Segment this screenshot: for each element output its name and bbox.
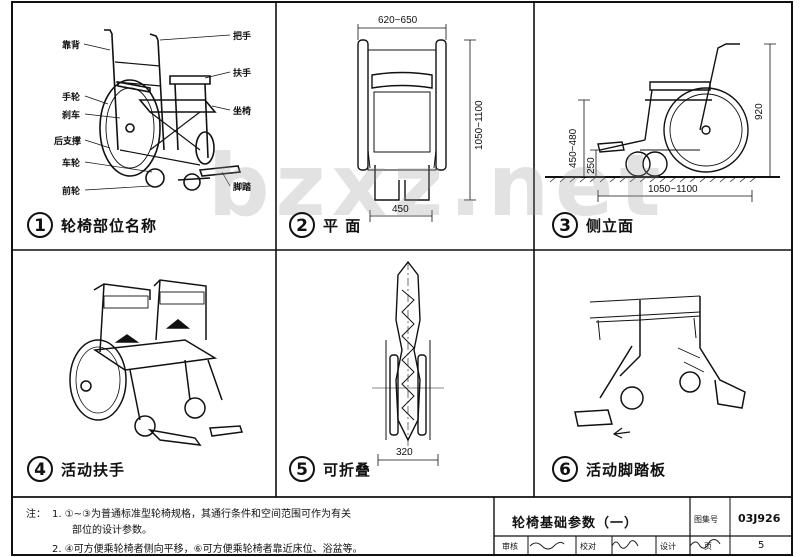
dim-side-height: 920	[754, 103, 765, 120]
panel-4-label: 4 活动扶手	[27, 456, 125, 482]
page-number: 5	[758, 540, 765, 551]
panel-4-number: 4	[27, 456, 53, 482]
panel-5-number: 5	[289, 456, 315, 482]
label-rear-support: 后支撑	[54, 137, 82, 147]
signatures	[529, 539, 721, 550]
panel-3-label: 3 侧立面	[552, 212, 634, 238]
label-wheel: 车轮	[62, 159, 81, 169]
label-front-wheel: 前轮	[62, 187, 81, 197]
dim-plan-width: 620~650	[378, 15, 418, 26]
label-brake: 刹车	[62, 111, 81, 121]
panel-2-title: 平 面	[323, 216, 362, 235]
wheelchair-parts-drawing	[83, 29, 242, 191]
design-label: 设计	[660, 542, 676, 551]
dim-side-foot: 250	[586, 157, 597, 174]
panel-6-number: 6	[552, 456, 578, 482]
note-line-1b: 部位的设计参数。	[72, 525, 152, 536]
dim-plan-front: 450	[392, 204, 409, 215]
dim-side-seat: 450~480	[568, 128, 579, 168]
panel-5-label: 5 可折叠	[289, 456, 371, 482]
panel-6-label: 6 活动脚踏板	[552, 456, 666, 482]
watermark: bzxz.net	[208, 136, 667, 236]
notes-prefix: 注：	[26, 509, 46, 520]
atlas-number: 03J926	[738, 512, 781, 525]
label-push-handle: 把手	[233, 32, 252, 42]
drawing-title: 轮椅基础参数（一）	[512, 516, 639, 531]
plan-view-drawing	[357, 24, 476, 222]
panel-3-number: 3	[552, 212, 578, 238]
panel-5-title: 可折叠	[323, 460, 372, 479]
note-line-1: 1. ①~③为普通标准型轮椅规格，其通行条件和空间范围可作为有关	[52, 509, 352, 520]
movable-footrest-drawing	[574, 295, 746, 439]
panel-2-number: 2	[289, 212, 315, 238]
panel-4-title: 活动扶手	[61, 460, 126, 479]
side-elevation-drawing	[545, 43, 780, 202]
review-label: 审核	[502, 542, 518, 551]
panel-3-title: 侧立面	[586, 216, 635, 235]
label-hand-rim: 手轮	[62, 93, 81, 103]
label-footrest: 脚踏	[233, 183, 252, 193]
panel-1-number: 1	[27, 212, 53, 238]
dim-side-length: 1050~1100	[648, 184, 698, 195]
label-backrest: 靠背	[62, 41, 81, 51]
foldable-drawing	[372, 260, 444, 466]
dim-fold-width: 320	[396, 447, 413, 458]
movable-armrest-drawing	[69, 279, 243, 446]
dim-plan-length: 1050~1100	[474, 100, 485, 150]
label-seat: 坐椅	[233, 107, 252, 117]
panel-6-title: 活动脚踏板	[586, 460, 667, 479]
label-armrest: 扶手	[233, 69, 252, 79]
panel-1-label: 1 轮椅部位名称	[27, 212, 157, 238]
panel-1-title: 轮椅部位名称	[61, 216, 158, 235]
note-line-2: 2. ④可方便乘轮椅者侧向平移，⑥可方便乘轮椅者靠近床位、浴盆等。	[52, 544, 363, 555]
page-label: 页	[704, 542, 712, 551]
atlas-label: 图集号	[694, 515, 718, 524]
panel-2-label: 2 平 面	[289, 212, 361, 238]
check-label: 校对	[580, 542, 596, 551]
